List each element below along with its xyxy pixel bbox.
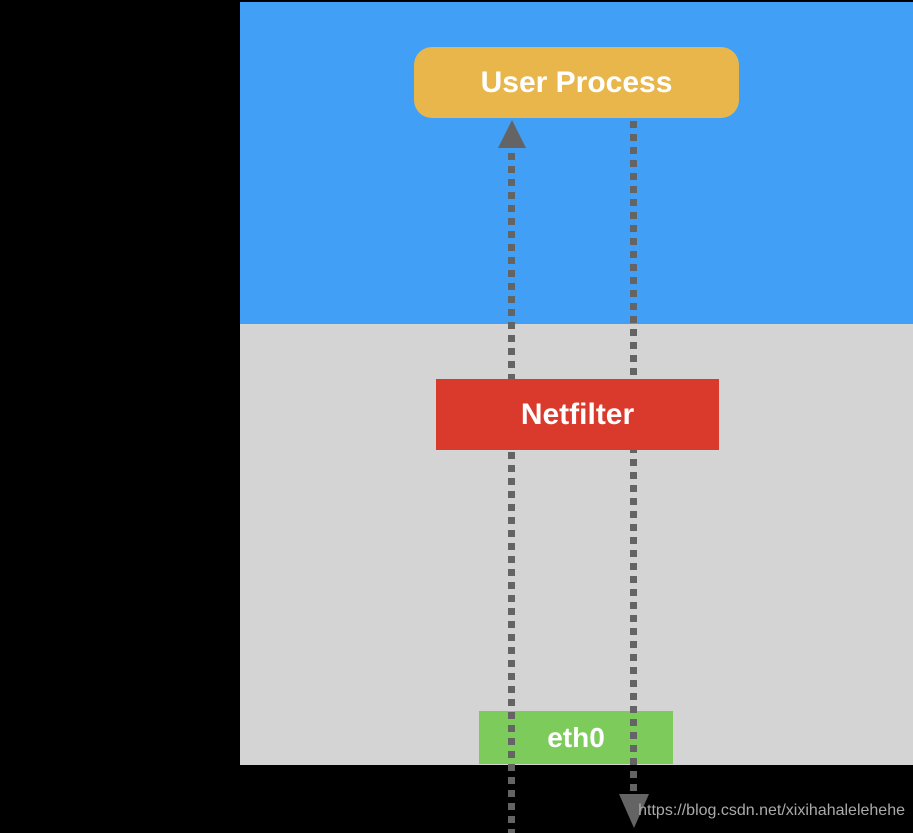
watermark-url: https://blog.csdn.net/xixihahalelehehe — [638, 802, 905, 819]
downward-flow-dotted-line — [630, 121, 637, 793]
arrow-up-icon — [498, 120, 526, 148]
node-eth0-label: eth0 — [547, 721, 605, 753]
node-user-process-label: User Process — [480, 65, 673, 99]
node-netfilter-label: Netfilter — [520, 397, 635, 431]
upward-flow-dotted-line — [508, 153, 515, 833]
node-user-process: User Process — [414, 47, 739, 118]
node-netfilter: Netfilter — [436, 379, 719, 450]
arrow-down-icon — [619, 794, 649, 828]
